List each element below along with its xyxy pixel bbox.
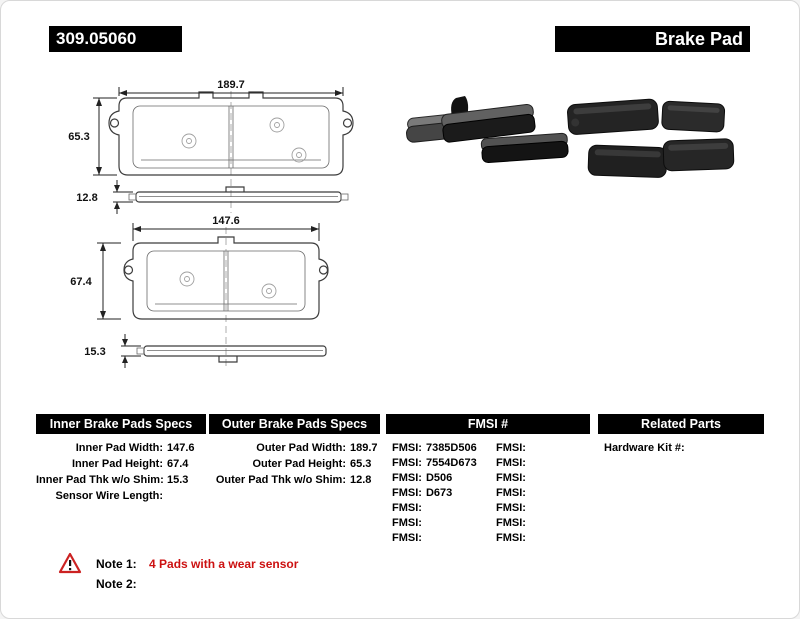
- inner-pad-edge-drawing: 15.3: [84, 334, 327, 368]
- spec-value: 189.7: [350, 442, 378, 454]
- fmsi-value: 7385D506: [425, 441, 477, 454]
- part-number: 309.05060: [56, 29, 137, 48]
- outer-pad-height-row: Outer Pad Height: 65.3: [209, 456, 380, 472]
- fmsi-row: FMSI:: [392, 530, 492, 545]
- outer-specs-header: Outer Brake Pads Specs: [209, 414, 380, 434]
- spec-value: 147.6: [167, 442, 195, 454]
- inner-specs-header: Inner Brake Pads Specs: [36, 414, 206, 434]
- product-photos: [406, 96, 735, 178]
- spec-value: 67.4: [167, 458, 189, 470]
- fmsi-row: FMSI: 7554D673: [392, 455, 492, 470]
- logo-watermark: [181, 117, 307, 163]
- part-number-bar: 309.05060: [49, 26, 182, 52]
- fmsi-left-subcolumn: FMSI: 7385D506 FMSI: 7554D673 FMSI: D506…: [386, 440, 492, 545]
- fmsi-label: FMSI:: [496, 471, 526, 484]
- fmsi-row: FMSI:: [496, 530, 530, 545]
- spec-value: 15.3: [167, 474, 189, 486]
- fmsi-row: FMSI:: [496, 455, 530, 470]
- fmsi-value: D506: [425, 471, 453, 484]
- fmsi-label: FMSI:: [392, 441, 422, 454]
- fmsi-label: FMSI:: [392, 501, 422, 514]
- spec-label: Sensor Wire Length:: [55, 490, 163, 502]
- outer-thickness-dim: 12.8: [76, 192, 97, 204]
- note-2: Note 2:: [96, 577, 146, 591]
- spec-label: Outer Pad Thk w/o Shim:: [215, 474, 346, 486]
- fmsi-row: FMSI:: [496, 470, 530, 485]
- fmsi-label: FMSI:: [392, 516, 422, 529]
- fmsi-row: FMSI:: [392, 500, 492, 515]
- note-1: Note 1: 4 Pads with a wear sensor: [96, 557, 298, 571]
- outer-specs-column: Outer Brake Pads Specs Outer Pad Width: …: [209, 414, 380, 488]
- spec-label: Hardware Kit #:: [604, 442, 685, 454]
- note-1-text: 4 Pads with a wear sensor: [149, 557, 299, 571]
- outer-pad-thickness-row: Outer Pad Thk w/o Shim: 12.8: [209, 472, 380, 488]
- related-parts-header: Related Parts: [598, 414, 764, 434]
- note-2-label: Note 2:: [96, 577, 137, 591]
- fmsi-row: FMSI:: [392, 515, 492, 530]
- inner-pad-thickness-row: Inner Pad Thk w/o Shim: 15.3: [36, 472, 206, 488]
- outer-pad-edge-drawing: 12.8: [76, 180, 349, 214]
- technical-drawings: 189.7 65.3 12.8: [68, 79, 354, 368]
- logo-watermark: [179, 271, 277, 299]
- product-photo-left-cluster: [406, 96, 569, 164]
- note-1-label: Note 1:: [96, 557, 137, 571]
- fmsi-label: FMSI:: [496, 456, 526, 469]
- fmsi-label: FMSI:: [496, 531, 526, 544]
- outer-width-dim: 189.7: [217, 79, 245, 91]
- inner-height-dim: 67.4: [70, 276, 92, 288]
- fmsi-label: FMSI:: [496, 501, 526, 514]
- fmsi-label: FMSI:: [392, 456, 422, 469]
- fmsi-value: 7554D673: [425, 456, 477, 469]
- fmsi-row: FMSI: D673: [392, 485, 492, 500]
- spec-label: Outer Pad Height:: [252, 458, 346, 470]
- product-type-bar: Brake Pad: [555, 26, 750, 52]
- fmsi-row: FMSI:: [496, 515, 530, 530]
- hardware-kit-row: Hardware Kit #:: [604, 440, 764, 456]
- sensor-wire-length-row: Sensor Wire Length:: [36, 488, 206, 504]
- fmsi-label: FMSI:: [496, 441, 526, 454]
- fmsi-label: FMSI:: [496, 516, 526, 529]
- fmsi-header: FMSI #: [386, 414, 590, 434]
- spec-label: Outer Pad Width:: [256, 442, 346, 454]
- spec-label: Inner Pad Width:: [75, 442, 163, 454]
- fmsi-column: FMSI # FMSI: 7385D506 FMSI: 7554D673 FMS…: [386, 414, 590, 545]
- inner-pad-width-row: Inner Pad Width: 147.6: [36, 440, 206, 456]
- fmsi-label: FMSI:: [392, 471, 422, 484]
- inner-width-dim: 147.6: [212, 215, 240, 227]
- fmsi-label: FMSI:: [392, 531, 422, 544]
- fmsi-row: FMSI: D506: [392, 470, 492, 485]
- fmsi-label: FMSI:: [496, 486, 526, 499]
- product-photo-right-cluster: [567, 98, 735, 178]
- inner-thickness-dim: 15.3: [84, 346, 105, 358]
- inner-pad-height-row: Inner Pad Height: 67.4: [36, 456, 206, 472]
- fmsi-row: FMSI:: [496, 485, 530, 500]
- outer-pad-front-drawing: 189.7 65.3: [68, 79, 354, 213]
- fmsi-row: FMSI: 7385D506: [392, 440, 492, 455]
- fmsi-row: FMSI:: [496, 440, 530, 455]
- fmsi-label: FMSI:: [392, 486, 422, 499]
- spec-label: Inner Pad Thk w/o Shim:: [36, 474, 164, 486]
- inner-specs-column: Inner Brake Pads Specs Inner Pad Width: …: [36, 414, 206, 504]
- fmsi-value: D673: [425, 486, 453, 499]
- product-type: Brake Pad: [654, 28, 743, 49]
- related-parts-column: Related Parts Hardware Kit #:: [598, 414, 764, 456]
- fmsi-row: FMSI:: [496, 500, 530, 515]
- spec-value: 65.3: [350, 458, 372, 470]
- fmsi-right-subcolumn: FMSI: FMSI: FMSI: FMSI: FMSI:: [492, 440, 530, 545]
- outer-pad-width-row: Outer Pad Width: 189.7: [209, 440, 380, 456]
- inner-pad-front-drawing: 147.6 67.4: [70, 215, 329, 368]
- spec-label: Inner Pad Height:: [71, 458, 163, 470]
- outer-height-dim: 65.3: [68, 131, 89, 143]
- spec-value: 12.8: [350, 474, 372, 486]
- warning-icon: [58, 552, 82, 574]
